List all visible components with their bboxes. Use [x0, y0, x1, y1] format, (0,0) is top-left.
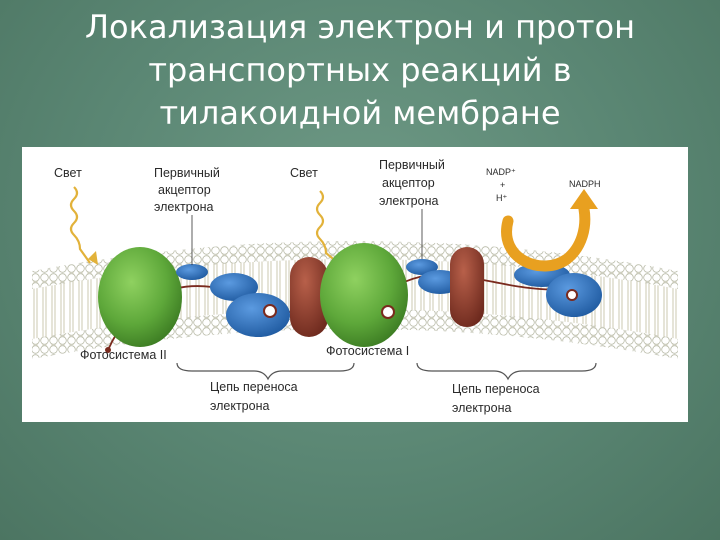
reductase-dot [566, 289, 578, 301]
ps1-reaction-center-dot [381, 305, 395, 319]
light-label-right: Свет [290, 166, 318, 180]
acceptor-label-right-3: электрона [379, 194, 438, 208]
cytochrome-complex [290, 257, 328, 337]
photosystem-1-label: Фотосистема I [326, 344, 409, 358]
photosystem-1-complex [320, 243, 408, 347]
plus-sign-label: + [500, 180, 505, 190]
nadph-arrow-icon [501, 189, 598, 272]
title-line-3: тилакоидной мембране [159, 94, 561, 132]
light-label-left: Свет [54, 166, 82, 180]
title-line-2: транспортных реакций в [148, 51, 572, 89]
chain-label-right-2: электрона [452, 401, 511, 415]
primary-acceptor-right [406, 259, 438, 275]
chain-bracket-right [416, 362, 597, 381]
acceptor-label-left-1: Первичный [154, 166, 220, 180]
ps2-reaction-center [105, 347, 111, 353]
thylakoid-membrane-diagram: Свет Свет Первичный акцептор электрона П… [22, 147, 688, 422]
carrier-dot [263, 304, 277, 318]
chain-bracket-left [176, 362, 355, 381]
chain-label-left-2: электрона [210, 399, 269, 413]
chain-label-left-1: Цепь переноса [210, 380, 298, 394]
nadph-label: NADPH [569, 179, 601, 189]
acceptor-label-left-2: акцептор [158, 183, 211, 197]
diagram-canvas: Свет Свет Первичный акцептор электрона П… [32, 158, 678, 415]
photosystem-2-label: Фотосистема II [80, 348, 167, 362]
title-line-1: Локализация электрон и протон [84, 8, 636, 46]
carrier-complex [226, 293, 290, 337]
photosystem-2-complex [98, 247, 182, 347]
nadp-plus-label: NADP⁺ [486, 167, 516, 177]
cytochrome-complex-2 [450, 247, 484, 327]
primary-acceptor-left [176, 264, 208, 280]
acceptor-label-right-2: акцептор [382, 176, 435, 190]
plastoquinone-carrier [210, 273, 258, 301]
slide-title: Локализация электрон и протон транспортн… [40, 6, 680, 135]
acceptor-label-right-1: Первичный [379, 158, 445, 172]
chain-label-right-1: Цепь переноса [452, 382, 540, 396]
light-wave-icon [69, 186, 98, 265]
acceptor-label-left-3: электрона [154, 200, 213, 214]
h-plus-label: H⁺ [496, 193, 507, 203]
